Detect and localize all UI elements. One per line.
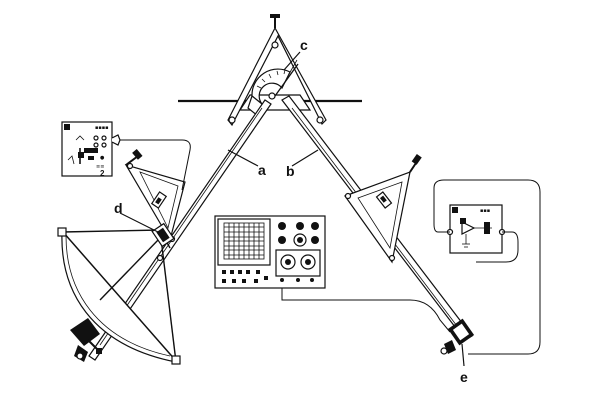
instrument-left: ▪▪▪▪ ● ≡≡ 2 [61,121,128,178]
sensor-d [119,212,175,262]
instrument-left-tag: 2 [100,169,105,178]
label-c: c [300,37,308,53]
label-d-leader [119,212,159,233]
svg-text:●: ● [100,155,105,161]
reflector-mount-icon [70,318,100,346]
top-knob-icon [270,14,280,18]
detector-e [440,318,475,367]
label-a-leader [227,149,259,167]
instrument-right: ▪▪▪ [446,204,506,254]
right-knob-icon [411,154,422,165]
oscilloscope-screen [223,222,265,260]
label-b: b [286,163,295,179]
labels: c a b d e [114,37,468,385]
label-a: a [258,162,266,178]
label-e: e [460,369,468,385]
knob-icon [278,222,286,230]
svg-text:▪▪▪▪: ▪▪▪▪ [95,125,109,131]
svg-text:≡≡: ≡≡ [96,164,104,170]
left-bracket [124,149,186,243]
cables [128,139,541,355]
left-knob-icon [132,149,143,160]
oscilloscope [214,215,326,289]
label-b-leader [291,149,319,167]
label-d: d [114,200,123,216]
parabolic-reflector [57,227,181,365]
svg-text:▪▪▪: ▪▪▪ [480,208,490,214]
right-bracket [344,154,422,264]
label-c-leader [283,51,301,71]
